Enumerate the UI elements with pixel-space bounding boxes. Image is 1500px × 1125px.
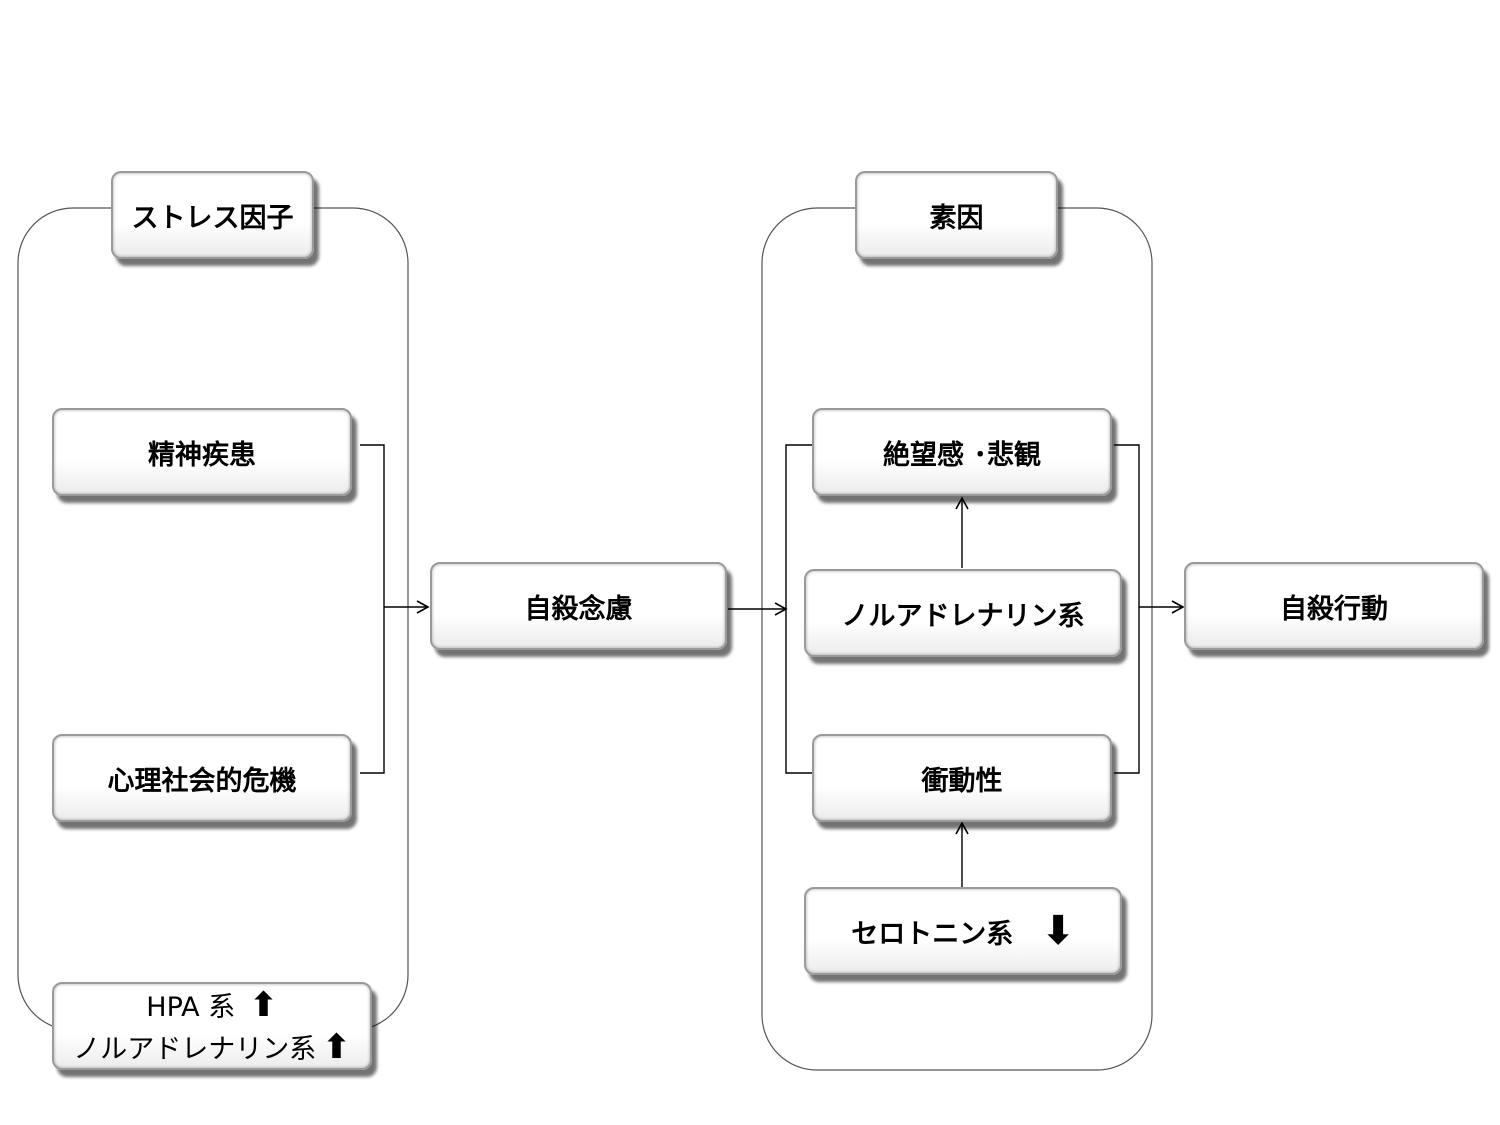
noradrenaline-label: ノルアドレナリン系 xyxy=(841,600,1085,632)
predisposition-title: 素因 xyxy=(855,171,1058,259)
hpa-line-1: HPA 系 ⬆ xyxy=(146,984,277,1027)
impulsivity-node: 衝動性 xyxy=(812,734,1112,822)
stress-factors-label: ストレス因子 xyxy=(131,202,294,234)
mental-illness-label: 精神疾患 xyxy=(148,439,256,471)
hpa-node: HPA 系⬆ ノルアドレナリン系⬆ xyxy=(52,982,372,1070)
psychosocial-crisis-node: 心理社会的危機 xyxy=(52,734,352,822)
noradrenaline-up-arrow-icon: ⬆ xyxy=(322,1027,351,1067)
psychosocial-crisis-label: 心理社会的危機 xyxy=(107,765,297,797)
noradrenaline-node: ノルアドレナリン系 xyxy=(804,569,1122,657)
predisposition-label: 素因 xyxy=(929,202,984,234)
serotonin-node: セロトニン系 ⬇ xyxy=(804,887,1122,975)
serotonin-label: セロトニン系 xyxy=(851,918,1014,950)
stress-factors-title: ストレス因子 xyxy=(111,171,314,259)
predisposition-right-bracket xyxy=(1114,444,1140,774)
hopelessness-node: 絶望感 ･悲観 xyxy=(812,408,1112,496)
predisposition-left-bracket xyxy=(785,444,812,774)
impulsivity-label: 衝動性 xyxy=(921,765,1003,797)
suicidal-ideation-label: 自殺念慮 xyxy=(524,593,633,625)
hpa-label: HPA 系 xyxy=(146,991,236,1023)
serotonin-down-arrow-icon: ⬇ xyxy=(1041,908,1075,954)
suicidal-behavior-node: 自殺行動 xyxy=(1184,562,1484,650)
stress-factors-group-frame xyxy=(17,207,409,1031)
suicidal-behavior-label: 自殺行動 xyxy=(1280,593,1388,625)
stress-bracket xyxy=(360,444,385,774)
mental-illness-node: 精神疾患 xyxy=(52,408,352,496)
hpa-up-arrow-icon: ⬆ xyxy=(249,984,278,1025)
hopelessness-label: 絶望感 ･悲観 xyxy=(883,439,1041,471)
hpa-line-2: ノルアドレナリン系⬆ xyxy=(73,1026,351,1069)
hpa-noradrenaline-label: ノルアドレナリン系 xyxy=(73,1034,317,1065)
suicidal-ideation-node: 自殺念慮 xyxy=(430,562,727,650)
